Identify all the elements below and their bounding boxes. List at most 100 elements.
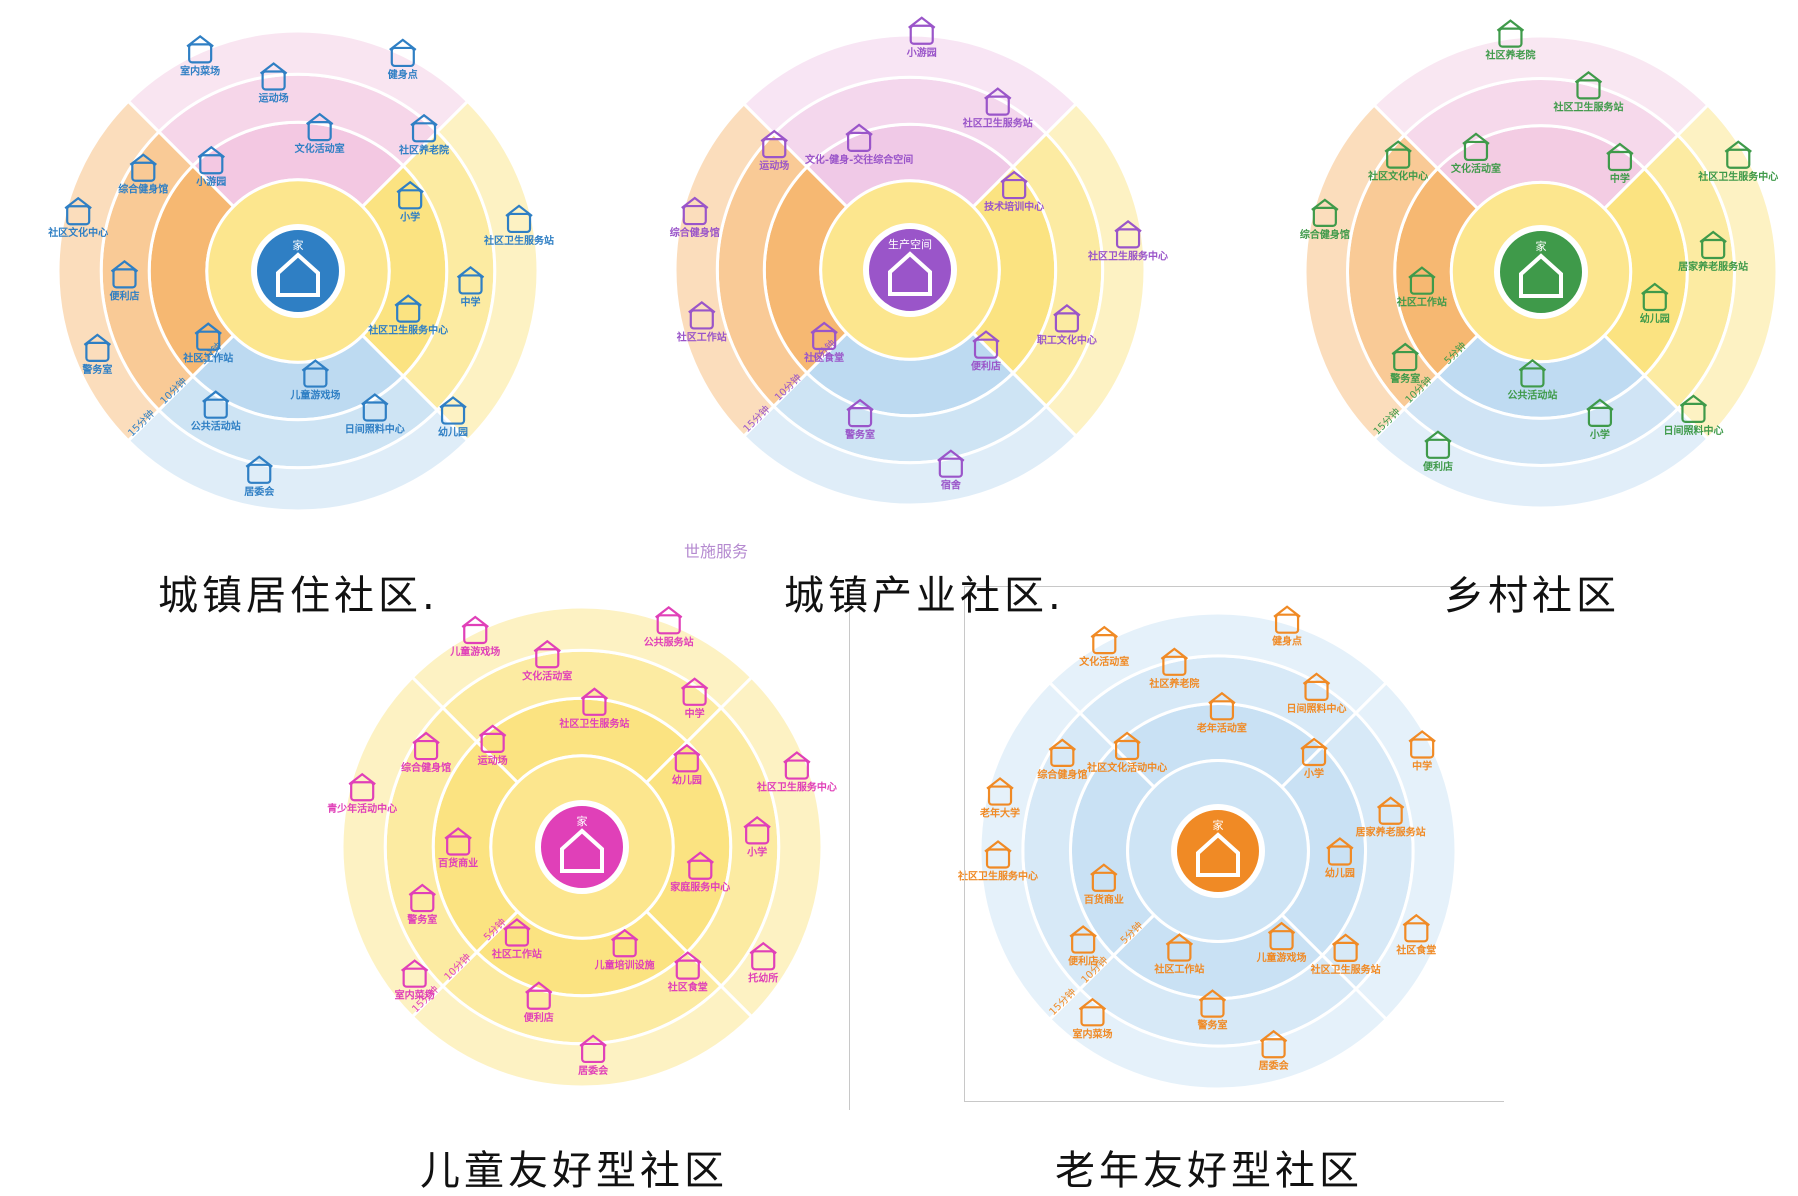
facility-label: 日间照料中心 (1287, 702, 1347, 715)
facility-label: 便利店 (1423, 460, 1453, 473)
facility: 文化-健身-交往综合空间 (805, 123, 913, 166)
facility-roof-icon (129, 153, 157, 166)
facility: 居委会 (1259, 1029, 1289, 1072)
facility: 小游园 (906, 16, 937, 59)
facility-icon (1386, 148, 1411, 169)
facility-label: 社区卫生服务中心 (756, 781, 837, 794)
facility: 社区工作站 (182, 322, 233, 365)
facility: 文化活动室 (1079, 625, 1129, 668)
facility: 运动场 (478, 724, 508, 767)
facility-icon (1463, 140, 1489, 162)
facility-label: 技术培训中心 (984, 200, 1044, 213)
facility-label: 社区工作站 (182, 352, 233, 365)
facility-icon (1312, 206, 1337, 227)
facility-label: 警务室 (844, 428, 875, 441)
facility-label: 居委会 (578, 1064, 608, 1077)
facility: 居家养老服务站 (1678, 230, 1748, 273)
facility-roof-icon (680, 677, 709, 690)
facility-roof-icon (1114, 219, 1142, 233)
facility-label: 中学 (1610, 172, 1630, 185)
facility: 便利店 (524, 981, 554, 1024)
caption-urban-industrial: 城镇产业社区. (784, 573, 1065, 619)
watermark: 世施服务 (684, 542, 749, 561)
facility-label: 运动场 (478, 754, 508, 767)
facility-roof-icon (1078, 997, 1107, 1011)
facility-roof-icon (686, 851, 714, 864)
facility-label: 室内菜场 (180, 64, 220, 77)
ring-3-sector-4 (1303, 103, 1407, 441)
facility-icon (1404, 922, 1429, 943)
facility-roof-icon (984, 87, 1012, 100)
facility-label: 居委会 (244, 485, 274, 498)
facility-roof-icon (1606, 142, 1634, 155)
facility-icon (674, 752, 699, 773)
center-label: 家 (577, 814, 588, 828)
facility-roof-icon (1462, 132, 1490, 145)
caption-child-friendly: 儿童友好型社区 (420, 1148, 728, 1194)
facility-roof-icon (1724, 140, 1752, 153)
facility: 社区养老院 (398, 113, 449, 156)
facility-icon (480, 732, 505, 753)
facility-label: 社区工作站 (676, 330, 727, 343)
facility-roof-icon (1069, 925, 1097, 938)
facility: 居委会 (244, 455, 274, 498)
facility-label: 百货商业 (438, 857, 478, 870)
facility-roof-icon (681, 196, 709, 209)
facility-roof-icon (1302, 672, 1331, 685)
facility-icon (1301, 745, 1327, 767)
facility-label: 文化活动室 (522, 669, 572, 682)
facility-label: 幼儿园 (672, 773, 702, 786)
diagram-child_friendly: 家5分钟10分钟15分钟青少年活动中心综合健身馆运动场儿童游戏场文化活动室社区卫… (327, 605, 837, 1089)
facility-roof-icon (64, 196, 92, 210)
facility-label: 公共活动站 (1507, 388, 1557, 401)
facility-roof-icon (1518, 359, 1547, 372)
facility-roof-icon (1113, 731, 1141, 744)
facility: 公共服务站 (644, 605, 694, 648)
facility: 社区卫生服务中心 (756, 751, 837, 794)
facility: 便利店 (1068, 925, 1098, 968)
facility-roof-icon (908, 16, 936, 29)
facility-roof-icon (749, 941, 777, 955)
facility-label: 中学 (461, 295, 481, 308)
facility-label: 儿童游戏场 (1256, 951, 1307, 964)
facility-label: 老年活动室 (1196, 721, 1247, 734)
facility-label: 警务室 (81, 363, 112, 376)
house-icon (560, 828, 604, 873)
facility-label: 社区工作站 (1396, 296, 1447, 309)
facility-roof-icon (1679, 394, 1708, 407)
facility-roof-icon (1384, 140, 1412, 153)
facility-roof-icon (400, 959, 429, 972)
frame-divider-bottom (964, 1101, 1504, 1102)
facility-label: 小学 (399, 210, 420, 223)
facility: 小学 (1586, 398, 1614, 441)
facility-icon (85, 341, 110, 362)
facility: 社区食堂 (667, 951, 708, 994)
facility-label: 日间照料中心 (345, 422, 405, 435)
caption-elderly-friendly: 老年友好型社区 (1055, 1148, 1363, 1194)
facility-icon (784, 759, 809, 780)
facility-label: 文化-健身-交往综合空间 (805, 153, 913, 166)
facility-icon (675, 959, 700, 980)
facility-roof-icon (1311, 198, 1339, 211)
facility-roof-icon (743, 815, 771, 829)
facility-roof-icon (394, 294, 422, 307)
facility-roof-icon (412, 731, 440, 744)
house-icon (276, 252, 320, 297)
facility-label: 社区卫生服务中心 (1697, 170, 1778, 183)
facility-icon (581, 1042, 606, 1064)
facility-icon (1327, 845, 1352, 866)
facility: 日间照料中心 (345, 393, 405, 435)
facility: 健身点 (1272, 605, 1302, 648)
facility-icon (411, 122, 437, 143)
facility: 中学 (1408, 730, 1436, 772)
facility-icon (1587, 406, 1613, 427)
facility-roof-icon (533, 639, 561, 653)
facility-icon (504, 926, 530, 947)
diagram-rural: 家5分钟10分钟15分钟综合健身馆社区文化中心文化活动室社区养老院社区卫生服务站… (1300, 19, 1779, 510)
facility-label: 综合健身馆 (670, 226, 720, 239)
facility: 幼儿园 (1325, 837, 1355, 879)
facility-roof-icon (301, 359, 330, 372)
facility: 社区食堂 (803, 321, 844, 364)
facility: 托幼所 (748, 941, 778, 984)
